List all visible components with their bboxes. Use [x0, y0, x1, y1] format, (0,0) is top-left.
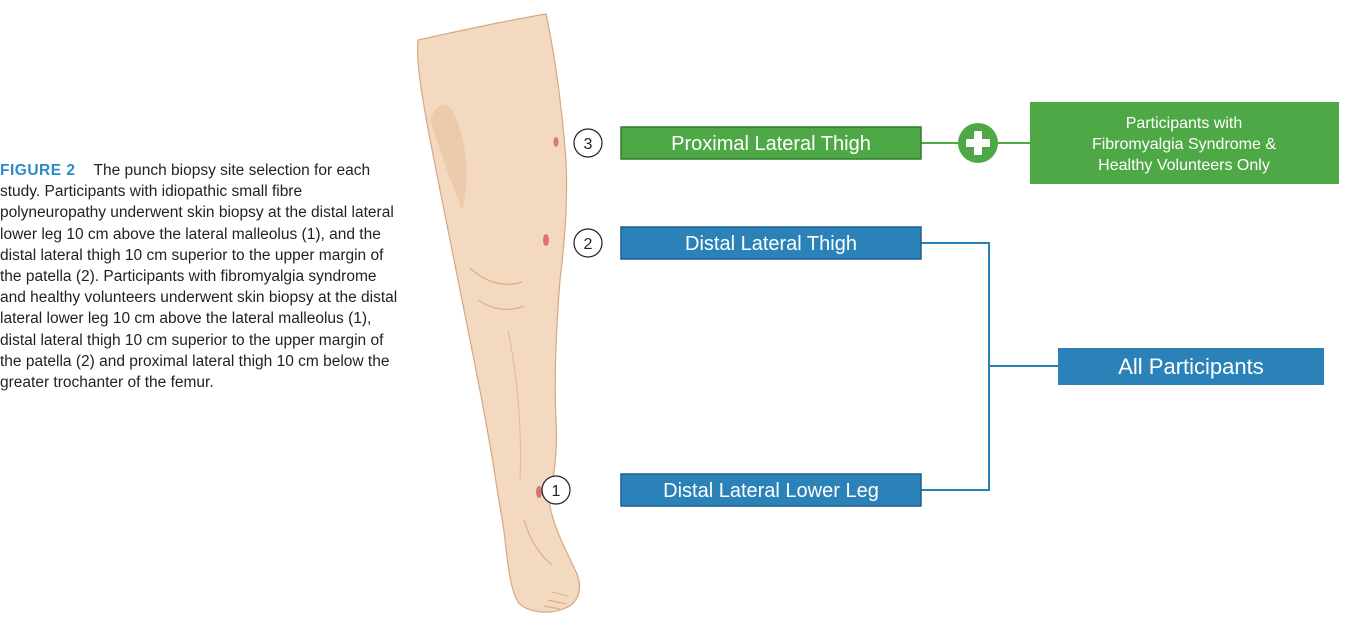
site-3: 3 Proximal Lateral Thigh	[574, 127, 921, 159]
connector-site2-bracket	[921, 243, 989, 490]
group-line-2: Fibromyalgia Syndrome &	[1092, 136, 1276, 153]
group-all: All Participants	[1058, 348, 1324, 385]
leg-illustration	[418, 14, 580, 612]
group-all-label: All Participants	[1118, 354, 1264, 379]
site-number: 2	[584, 236, 593, 253]
site-number: 1	[552, 483, 561, 500]
group-fms-hv: Participants with Fibromyalgia Syndrome …	[1030, 102, 1339, 184]
site-label: Proximal Lateral Thigh	[671, 133, 871, 155]
biopsy-mark-1	[536, 486, 542, 498]
leg-shape	[418, 14, 580, 612]
site-1: 1 Distal Lateral Lower Leg	[542, 474, 921, 506]
biopsy-mark-3	[554, 137, 559, 147]
site-label: Distal Lateral Lower Leg	[663, 480, 879, 502]
group-line-3: Healthy Volunteers Only	[1098, 157, 1270, 174]
group-line-1: Participants with	[1126, 115, 1243, 132]
site-number: 3	[584, 136, 593, 153]
site-2: 2 Distal Lateral Thigh	[574, 227, 921, 259]
connectors	[921, 143, 1058, 490]
biopsy-mark-2	[543, 234, 549, 246]
plus-icon	[958, 123, 998, 163]
site-label: Distal Lateral Thigh	[685, 233, 857, 255]
